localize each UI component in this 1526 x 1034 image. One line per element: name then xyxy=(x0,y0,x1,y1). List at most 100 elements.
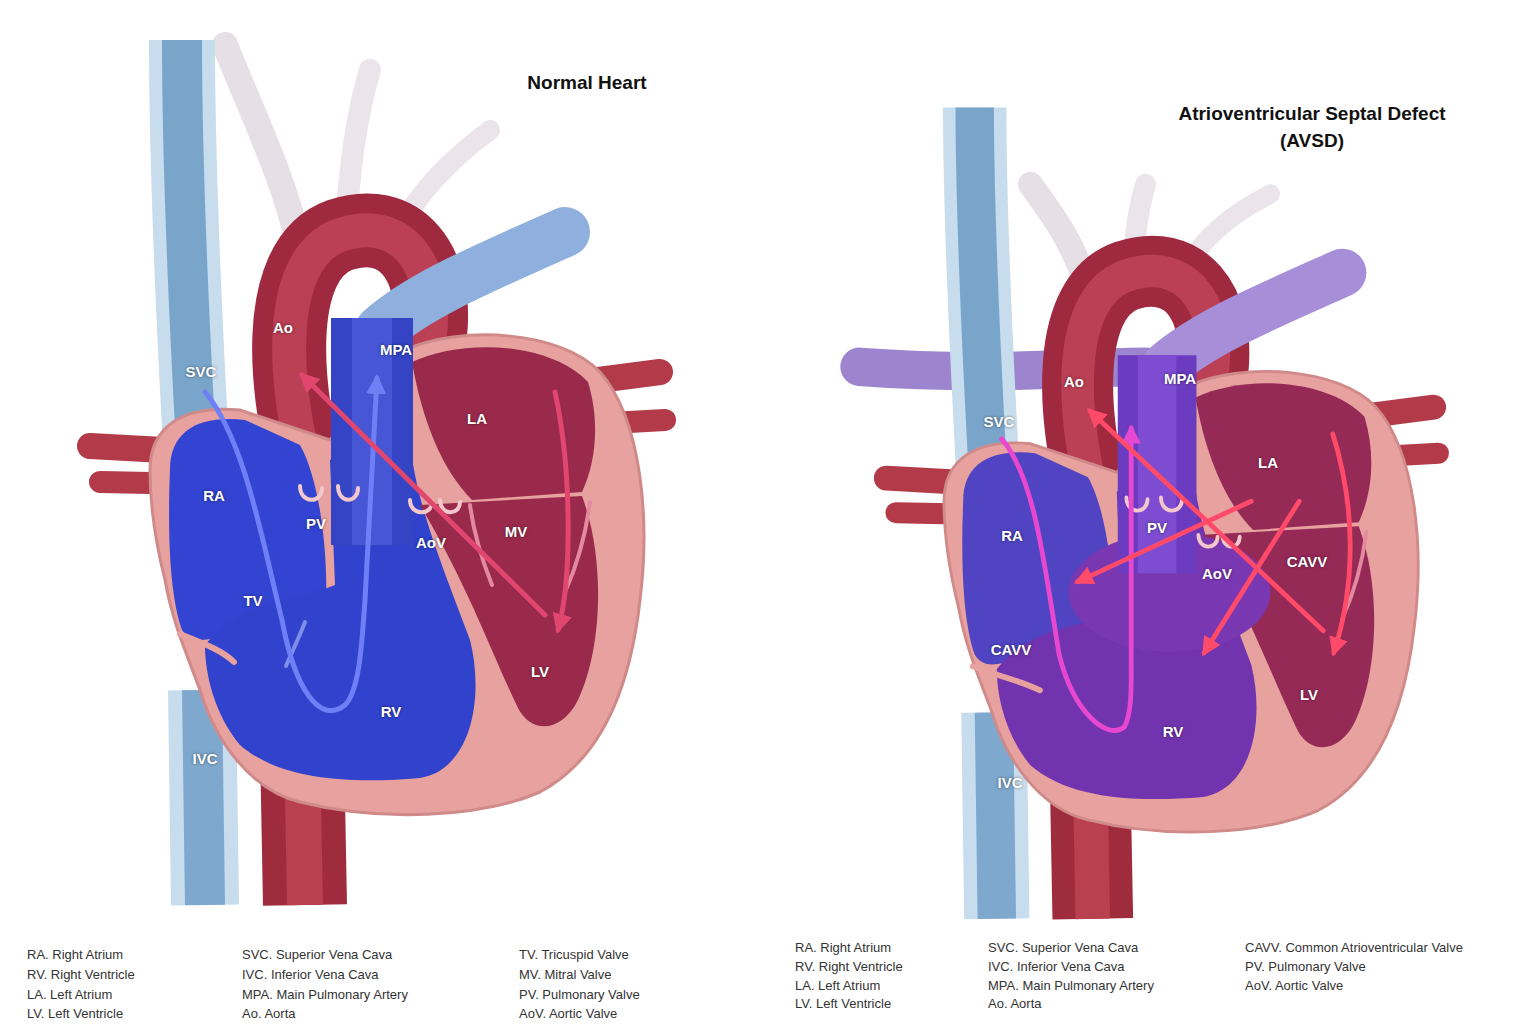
svc-tube xyxy=(182,40,196,445)
pulmonary-branch xyxy=(380,232,565,330)
structure-label: Ao xyxy=(273,319,293,336)
valve-leaflet xyxy=(973,666,1040,690)
left-ventricle xyxy=(420,496,598,726)
key-entry: LV. Left Ventricle xyxy=(795,996,891,1011)
structure-label: SVC xyxy=(984,413,1015,430)
label-anchor: SVC. Superior Vena Cava xyxy=(242,947,392,962)
label-anchor: AoV. Aortic Valve xyxy=(519,1006,617,1021)
structure-label: MPA xyxy=(1164,370,1196,387)
key-entry: MPA. Main Pulmonary Artery xyxy=(242,987,408,1002)
structure-label: RV xyxy=(1163,723,1184,740)
label-anchor: LA. Left Atrium xyxy=(27,987,112,1002)
ivc-tube xyxy=(994,712,997,918)
key-entry: SVC. Superior Vena Cava xyxy=(988,940,1138,955)
label-anchor: TV xyxy=(243,592,262,609)
label-anchor: RV xyxy=(1163,723,1184,740)
key-entry: RA. Right Atrium xyxy=(795,940,891,955)
label-anchor: RV. Right Ventricle xyxy=(27,967,135,982)
structure-label: IVC xyxy=(192,750,217,767)
structure-label: MV xyxy=(505,523,528,540)
label-anchor: RA xyxy=(203,487,225,504)
label-anchor: IVC xyxy=(997,774,1022,791)
valve-leaflet xyxy=(338,486,358,500)
avsd-heart xyxy=(860,108,1439,919)
label-anchor: AoV xyxy=(1202,565,1232,582)
blood-flow-arrow xyxy=(1077,501,1251,582)
panel-title: Atrioventricular Septal Defect (AVSD) xyxy=(1145,100,1480,154)
blood-flow-arrow xyxy=(555,392,568,630)
label-anchor: CAVV xyxy=(1287,553,1328,570)
key-entry: MV. Mitral Valve xyxy=(519,967,611,982)
label-anchor: LV. Left Ventricle xyxy=(795,996,891,1011)
label-anchor: MPA. Main Pulmonary Artery xyxy=(988,978,1154,993)
blood-flow-arrow xyxy=(1002,428,1132,730)
key-entry: AoV. Aortic Valve xyxy=(1245,978,1343,993)
label-anchor: LV xyxy=(1300,686,1318,703)
key-entry: RV. Right Ventricle xyxy=(795,959,903,974)
blood-flow-arrow xyxy=(1333,434,1350,653)
blood-flow-arrow xyxy=(302,375,545,615)
key-entry: AoV. Aortic Valve xyxy=(519,1006,617,1021)
valve-leaflet xyxy=(1161,497,1182,510)
structure-label: CAVV xyxy=(1287,553,1328,570)
structure-label: SVC xyxy=(186,363,217,380)
label-anchor: Ao xyxy=(1064,373,1084,390)
key-entry: SVC. Superior Vena Cava xyxy=(242,947,392,962)
key-entry: IVC. Inferior Vena Cava xyxy=(988,959,1125,974)
label-anchor: AoV xyxy=(416,534,446,551)
structure-label: RV xyxy=(381,703,402,720)
label-anchor: RA. Right Atrium xyxy=(795,940,891,955)
structure-label: IVC xyxy=(997,774,1022,791)
label-anchor: CAVV. Common Atrioventricular Valve xyxy=(1245,940,1463,955)
label-anchor: IVC xyxy=(192,750,217,767)
label-anchor: IVC. Inferior Vena Cava xyxy=(242,967,379,982)
label-anchor: Ao. Aorta xyxy=(988,996,1041,1011)
label-anchor: RA xyxy=(1001,527,1023,544)
structure-label: RA xyxy=(1001,527,1023,544)
key-entry: TV. Tricuspid Valve xyxy=(519,947,629,962)
valve-leaflet xyxy=(440,500,460,512)
label-anchor: LV. Left Ventricle xyxy=(27,1006,123,1021)
label-anchor: PV. Pulmonary Valve xyxy=(519,987,640,1002)
left-atrium xyxy=(1196,383,1372,530)
pulmonary-branch xyxy=(1165,273,1343,367)
structure-label: CAVV xyxy=(991,641,1032,658)
structure-label: LV xyxy=(1300,686,1318,703)
label-anchor: SVC xyxy=(984,413,1015,430)
key-entry: MPA. Main Pulmonary Artery xyxy=(988,978,1154,993)
key-entry: Ao. Aorta xyxy=(242,1006,295,1021)
label-anchor: MPA. Main Pulmonary Artery xyxy=(242,987,408,1002)
structure-label: LV xyxy=(531,663,549,680)
label-anchor: PV xyxy=(306,515,326,532)
label-anchor: Normal Heart xyxy=(527,72,646,94)
label-anchor: IVC. Inferior Vena Cava xyxy=(988,959,1125,974)
valve-leaflet xyxy=(300,486,322,500)
label-anchor: LV xyxy=(531,663,549,680)
label-anchor: RV. Right Ventricle xyxy=(795,959,903,974)
label-anchor: Atrioventricular Septal Defect (AVSD) xyxy=(1145,100,1480,154)
ivc-tube xyxy=(202,690,205,905)
arch-branch xyxy=(225,45,300,250)
structure-label: MPA xyxy=(380,341,412,358)
svc-tube xyxy=(182,40,196,445)
panel-title: Normal Heart xyxy=(527,72,646,94)
key-entry: RV. Right Ventricle xyxy=(27,967,135,982)
label-anchor: MV xyxy=(505,523,528,540)
key-entry: CAVV. Common Atrioventricular Valve xyxy=(1245,940,1463,955)
structure-label: PV xyxy=(306,515,326,532)
structure-label: LA xyxy=(1258,454,1278,471)
label-anchor: AoV. Aortic Valve xyxy=(1245,978,1343,993)
label-anchor: MPA xyxy=(1164,370,1196,387)
label-anchor: SVC. Superior Vena Cava xyxy=(988,940,1138,955)
key-entry: RA. Right Atrium xyxy=(27,947,123,962)
label-anchor: RA. Right Atrium xyxy=(27,947,123,962)
label-anchor: MV. Mitral Valve xyxy=(519,967,611,982)
label-anchor: SVC xyxy=(186,363,217,380)
normal-heart xyxy=(90,40,665,905)
structure-label: TV xyxy=(243,592,262,609)
structure-label: AoV xyxy=(416,534,446,551)
label-anchor: PV. Pulmonary Valve xyxy=(1245,959,1366,974)
label-anchor: Ao. Aorta xyxy=(242,1006,295,1021)
structure-label: LA xyxy=(467,410,487,427)
